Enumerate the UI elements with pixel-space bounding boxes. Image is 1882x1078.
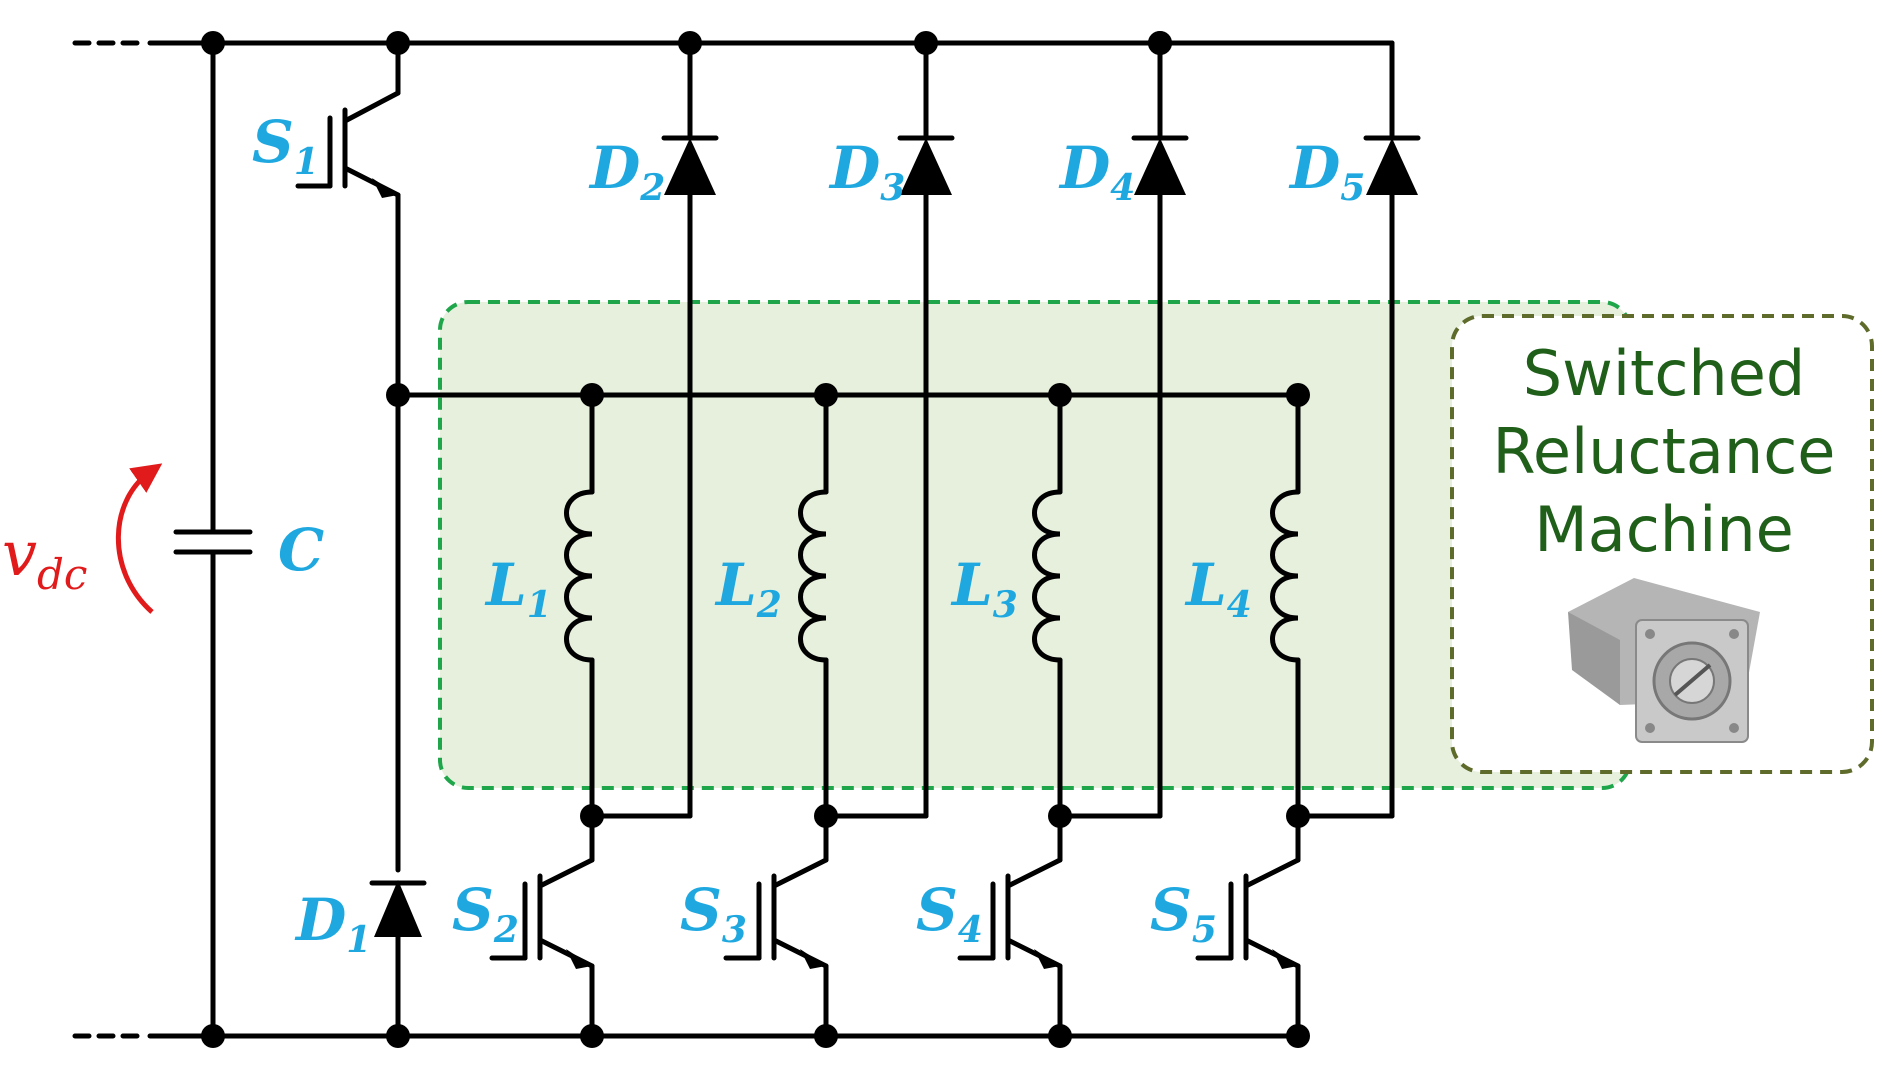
junction-dot [201,31,225,55]
motor-icon [1568,578,1760,743]
machine-label: Switched Reluctance Machine [1493,337,1836,566]
junction-dot [814,804,838,828]
voltage-arrow-icon [115,463,163,614]
label-l3: L3 [950,551,1018,626]
label-d2: D2 [588,134,665,209]
junction-dot [1286,804,1310,828]
diode-icon [900,138,952,195]
label-s3: S3 [680,876,747,951]
switch-collector [537,857,595,889]
inductor-coil-icon [1032,489,1063,663]
junction-dot [386,1024,410,1048]
junction-dot [386,31,410,55]
capacitor [173,40,253,1039]
labels: S1 C vdc D1 D2 D3 D4 D5 L1 L2 L3 L4 S2 S… [2,108,1365,961]
inductor-coil-icon [798,489,829,663]
label-s4: S4 [916,876,983,951]
switch-collector [1243,857,1301,889]
junction-dot [580,1024,604,1048]
d5-leg [1295,40,1421,819]
label-s5: S5 [1150,876,1217,951]
junction-dot [386,383,410,407]
phase-leg-1 [489,40,719,1039]
diode-icon [664,138,716,195]
junction-dot [1048,804,1072,828]
inductor-coil-icon [564,489,595,663]
machine-box [1450,314,1874,774]
machine-line-2: Reluctance [1493,415,1836,488]
label-d5: D5 [1288,134,1365,209]
junction-dot [814,1024,838,1048]
junction-dots [201,31,1310,1048]
label-d4: D4 [1058,134,1135,209]
junction-dot [678,31,702,55]
s1-d1-leg [295,40,427,1039]
diode-icon [1134,138,1186,195]
switch-emitter-arrow-icon [1272,949,1298,969]
junction-dot [1286,383,1310,407]
label-l2: L2 [714,551,782,626]
switch-emitter-arrow-icon [1034,949,1060,969]
label-vdc: vdc [2,517,87,599]
junction-dot [201,1024,225,1048]
label-l4: L4 [1184,551,1252,626]
label-l1: L1 [484,551,552,626]
junction-dot [580,383,604,407]
switch-collector [771,857,829,889]
junction-dot [1048,383,1072,407]
phase-leg-2 [723,40,955,1039]
dc-rails [72,40,1395,1039]
inductor-coil-icon [1270,489,1301,663]
junction-dot [914,31,938,55]
label-s1: S1 [252,108,319,183]
label-d3: D3 [828,134,905,209]
junction-dot [1148,31,1172,55]
switch-collector [1005,857,1063,889]
machine-line-3: Machine [1534,493,1794,566]
switch-emitter-arrow-icon [566,949,592,969]
label-s2: S2 [452,876,519,951]
junction-dot [1048,1024,1072,1048]
junction-dot [814,383,838,407]
junction-dot [580,804,604,828]
junction-dot [1286,1024,1310,1048]
machine-line-1: Switched [1523,337,1805,410]
label-d1: D1 [294,886,371,961]
label-c: C [278,516,324,584]
switch-emitter-arrow-icon [800,949,826,969]
